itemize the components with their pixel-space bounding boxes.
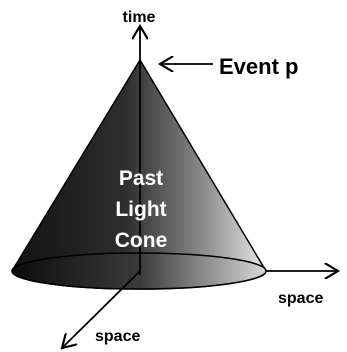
space-axis-x-label: space [278,290,323,307]
event-p-label: Event p [219,54,298,79]
cone-label-line-2: Light [115,198,166,221]
cone-label-line-3: Cone [115,229,168,252]
cone-label-line-1: Past [119,167,163,190]
time-axis-label: time [123,9,156,26]
space-axis-y-label: space [95,328,140,345]
